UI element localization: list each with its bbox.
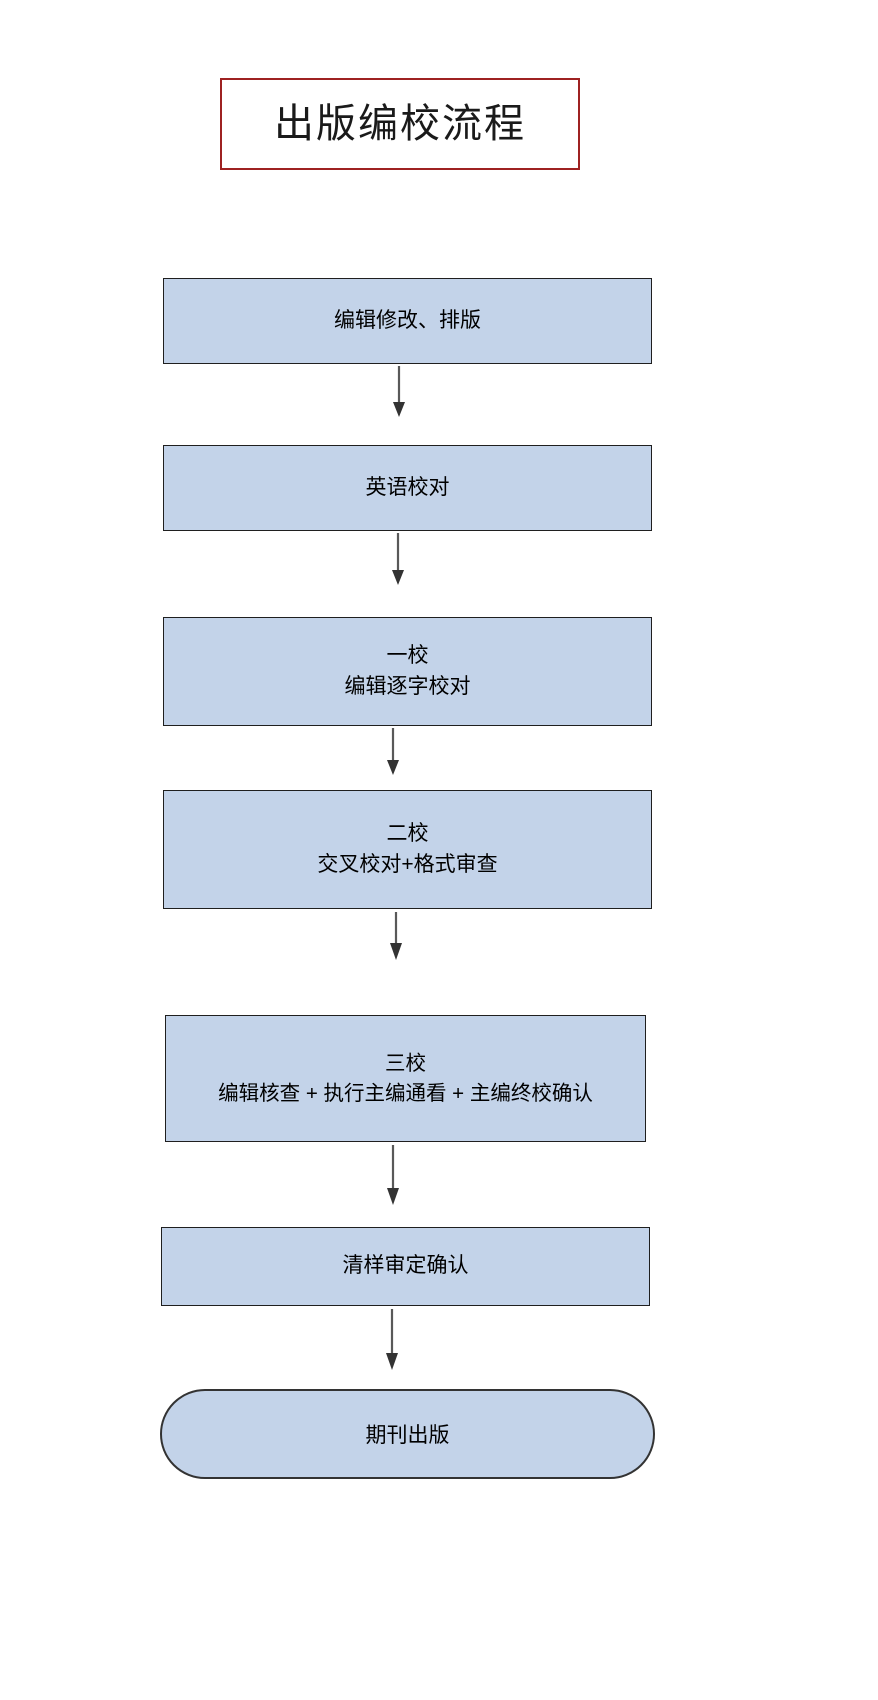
node-label-line: 编辑修改、排版: [334, 308, 481, 332]
node-label-line: 清样审定确认: [342, 1254, 469, 1278]
node-label-line: 英语校对: [365, 475, 450, 499]
node-english-proofreading[interactable]: 英语校对: [163, 445, 652, 531]
node-label-line: 二校: [386, 822, 429, 846]
page-title: 出版编校流程: [274, 101, 526, 146]
node-label-line: 期刊出版: [365, 1424, 450, 1447]
node-label-line: 编辑核查 + 执行主编通看 + 主编终校确认: [218, 1081, 593, 1105]
node-clean-proof-approval[interactable]: 清样审定确认: [161, 1227, 650, 1306]
diagram-title-box: 出版编校流程: [220, 78, 580, 170]
node-label-line: 一校: [386, 644, 429, 668]
node-second-proof[interactable]: 二校 交叉校对+格式审查: [163, 790, 652, 909]
node-first-proof[interactable]: 一校 编辑逐字校对: [163, 617, 652, 726]
node-label-line: 三校: [385, 1051, 426, 1075]
node-third-proof[interactable]: 三校 编辑核查 + 执行主编通看 + 主编终校确认: [165, 1015, 646, 1142]
node-journal-publication[interactable]: 期刊出版: [160, 1389, 655, 1479]
node-edit-and-layout[interactable]: 编辑修改、排版: [163, 278, 652, 364]
node-label-line: 交叉校对+格式审查: [317, 852, 498, 876]
node-label-line: 编辑逐字校对: [344, 674, 471, 698]
